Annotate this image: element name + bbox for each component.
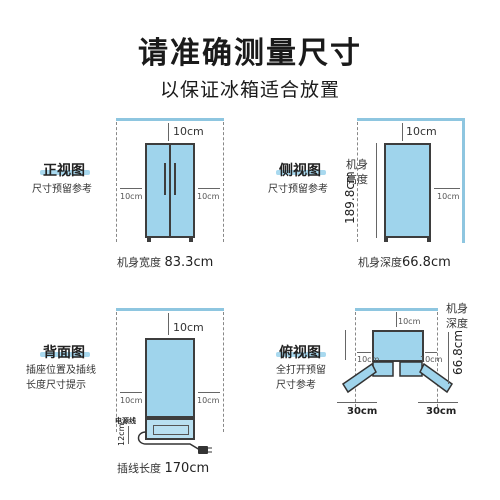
side-ceiling [357,118,465,121]
power-cord-label: 电源线 [115,417,136,425]
back-ceiling [116,308,224,311]
front-view-label: 正视图 [43,163,85,179]
back-right-gap: 10cm [197,396,220,405]
back-fridge-base [145,418,195,440]
top-back-wall [355,308,438,311]
top-view-label: 俯视图 [279,345,321,361]
side-fridge [384,143,431,238]
top-left-gap: 10cm [357,355,380,364]
side-view-label: 侧视图 [279,163,321,179]
front-view-underline [40,170,90,175]
front-width-measure: 机身宽度 83.3cm [117,255,214,270]
door-left-gap: 30cm [347,406,378,417]
page-subtitle: 以保证冰箱适合放置 [159,79,340,101]
door-right-gap: 30cm [426,406,457,417]
back-view-underline [40,352,90,357]
page-title: 请准确测量尺寸 [138,36,362,71]
side-wall [462,118,465,243]
back-view-desc: 插座位置及插线 长度尺寸提示 [26,365,96,391]
top-depth-caption: 机身 深度 [446,302,468,330]
side-view-underline [276,170,326,175]
side-view-desc: 尺寸预留参考 [268,184,328,195]
side-top-gap: 10cm [406,125,437,138]
front-top-gap: 10cm [173,125,204,138]
top-back-gap: 10cm [398,317,421,326]
top-right-gap: 10cm [420,355,443,364]
front-left-gap: 10cm [120,192,143,201]
back-top-gap: 10cm [173,321,204,334]
front-right-gap: 10cm [197,192,220,201]
back-view-label: 背面图 [43,345,85,361]
back-fridge [145,338,195,418]
front-view-desc: 尺寸预留参考 [32,184,92,195]
top-fridge [372,330,424,362]
top-depth-value: 66.8cm [451,329,465,375]
back-left-gap: 10cm [120,396,143,405]
top-view-desc: 全打开预留 尺寸参考 [276,365,326,391]
top-view-underline [276,352,326,357]
front-ceiling [116,118,224,121]
side-depth-measure: 机身深度66.8cm [358,255,451,270]
cord-length-measure: 插线长度 170cm [117,461,210,476]
side-height-caption: 机身 高度 [346,158,368,186]
side-right-gap: 10cm [437,192,460,201]
front-fridge [145,143,195,238]
